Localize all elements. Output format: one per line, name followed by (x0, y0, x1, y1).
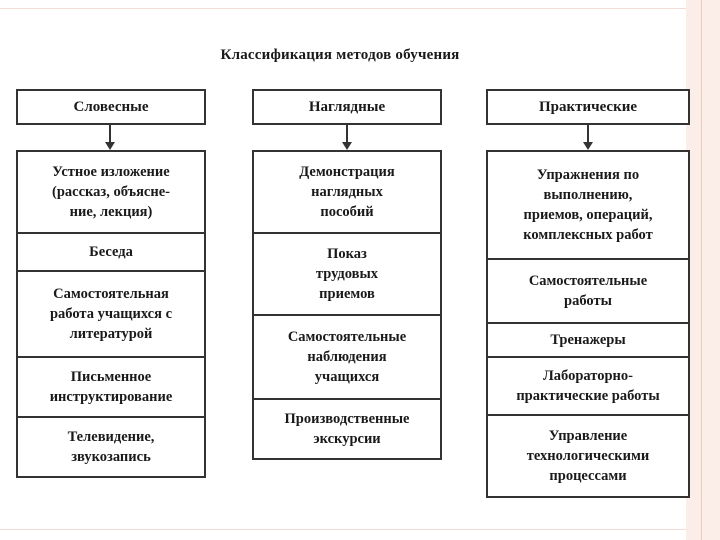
slide-frame-bottom (0, 529, 720, 530)
verbal-item-conversation: Беседа (18, 232, 204, 270)
header-verbal: Словесные (16, 89, 206, 125)
diagram-title: Классификация методов обучения (220, 47, 460, 63)
practical-item-lab: Лабораторно- практические работы (488, 356, 688, 414)
verbal-item-oral: Устное изложение (рассказ, объясне- ние,… (52, 164, 170, 220)
verbal-item-tv: Телевидение, звукозапись (18, 416, 204, 476)
visual-item-excursion: Производственные экскурсии (254, 398, 440, 458)
arrow-verbal-line (109, 125, 111, 143)
practical-item-simulators: Тренажеры (488, 322, 688, 356)
header-practical: Практические (486, 89, 690, 125)
arrow-visual-head (342, 142, 352, 150)
verbal-item-written: Письменное инструктирование (18, 356, 204, 416)
header-visual-label: Наглядные (308, 99, 386, 115)
header-practical-label: Практические (538, 99, 638, 115)
stack-practical: Упражнения по выполнению, приемов, опера… (486, 150, 690, 498)
stack-visual: Демонстрация наглядных пособий Показ тру… (252, 150, 442, 460)
arrow-practical-head (583, 142, 593, 150)
visual-item-show: Показ трудовых приемов (254, 232, 440, 314)
practical-item-exercises: Упражнения по выполнению, приемов, опера… (523, 167, 653, 243)
arrow-practical-line (587, 125, 589, 143)
stack-verbal: Устное изложение (рассказ, объясне- ние,… (16, 150, 206, 478)
verbal-item-literature: Самостоятельная работа учащихся с литера… (18, 270, 204, 356)
header-visual: Наглядные (252, 89, 442, 125)
header-verbal-label: Словесные (73, 99, 149, 115)
slide-frame-right-line (701, 0, 702, 540)
arrow-visual-line (346, 125, 348, 143)
slide-frame-top (0, 8, 720, 9)
practical-item-control: Управление технологическими процессами (488, 414, 688, 496)
visual-item-observe: Самостоятельные наблюдения учащихся (254, 314, 440, 398)
visual-item-demo: Демонстрация наглядных пособий (299, 164, 395, 220)
practical-item-independent: Самостоятельные работы (488, 258, 688, 322)
slide-frame-right (686, 0, 720, 540)
arrow-verbal-head (105, 142, 115, 150)
